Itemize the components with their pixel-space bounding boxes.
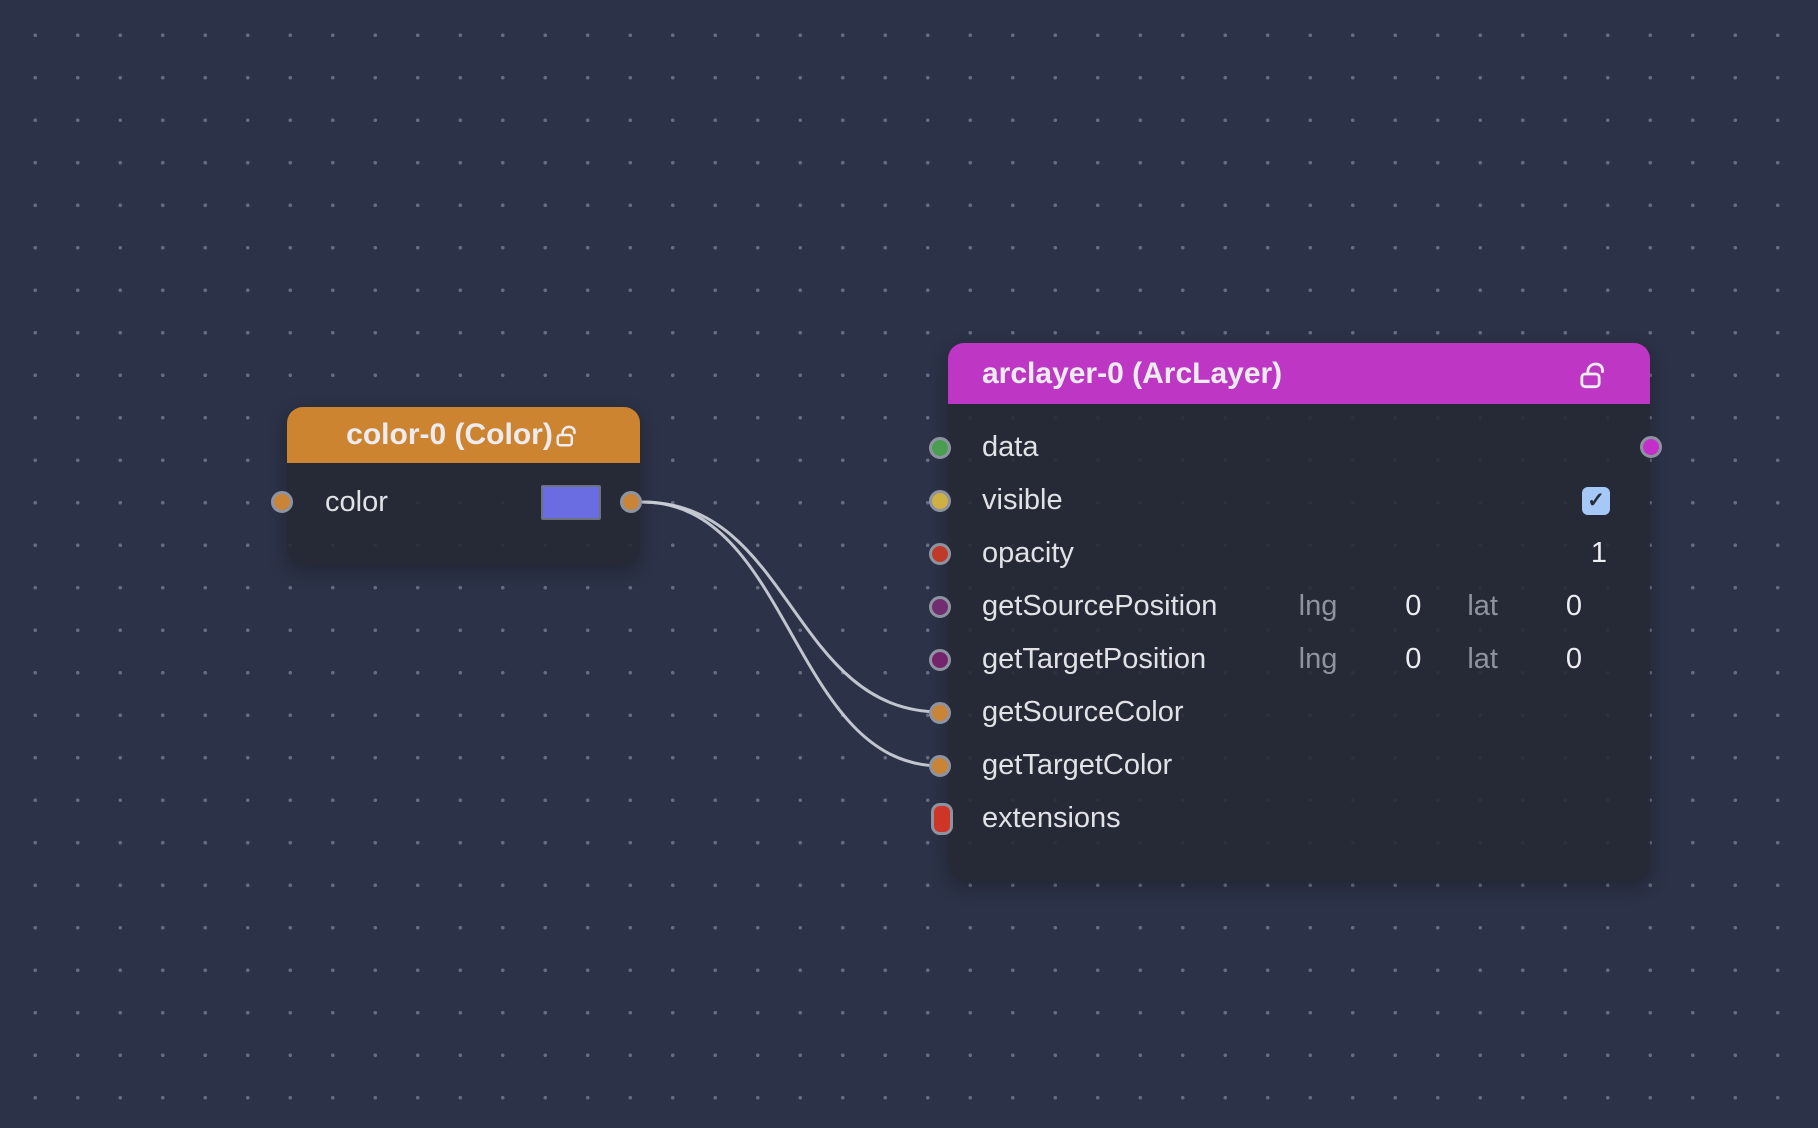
row-label: extensions — [982, 802, 1121, 834]
row-visible: visible ✓ — [929, 474, 1650, 527]
edge-color-to-getsourcecolor[interactable] — [641, 500, 942, 714]
checkmark-icon: ✓ — [1587, 489, 1605, 512]
lat-value[interactable]: 0 — [1565, 590, 1582, 622]
arclayer-node-header[interactable]: arclayer-0 (ArcLayer) — [948, 343, 1650, 404]
color-node-title: color-0 (Color) — [346, 418, 553, 451]
row-label: getSourceColor — [982, 696, 1184, 728]
row-label: getTargetColor — [982, 749, 1173, 781]
unlock-icon[interactable] — [1578, 358, 1611, 390]
port-getsourceposition-input[interactable] — [929, 595, 951, 618]
edge-color-to-gettargetcolor[interactable] — [641, 500, 942, 768]
color-swatch[interactable] — [541, 484, 601, 520]
lat-value[interactable]: 0 — [1565, 643, 1582, 675]
row-label: opacity — [982, 537, 1074, 569]
port-opacity-input[interactable] — [929, 542, 951, 565]
arclayer-node-body: data visible ✓ opacity 1 getSourcePositi… — [929, 404, 1650, 881]
row-label: visible — [982, 484, 1063, 516]
lat-label: lat — [1467, 643, 1498, 675]
color-row-label: color — [325, 485, 388, 518]
node-color-0[interactable]: color-0 (Color) color — [271, 407, 642, 565]
row-data: data — [929, 421, 1650, 474]
lnglat-fields: lng 0 lat 0 — [1299, 643, 1607, 676]
row-label: data — [982, 431, 1039, 463]
unlock-icon[interactable] — [555, 422, 581, 448]
row-extensions: extensions — [931, 792, 1650, 845]
row-get-target-position: getTargetPosition lng 0 lat 0 — [929, 633, 1650, 686]
port-extensions-input[interactable] — [931, 802, 953, 835]
row-opacity: opacity 1 — [929, 527, 1650, 580]
row-get-source-position: getSourcePosition lng 0 lat 0 — [929, 580, 1650, 633]
row-label: getSourcePosition — [982, 590, 1218, 622]
lng-label: lng — [1298, 643, 1338, 675]
port-gettargetcolor-input[interactable] — [929, 754, 951, 777]
opacity-value[interactable]: 1 — [1590, 537, 1607, 569]
port-getsourcecolor-input[interactable] — [929, 701, 951, 724]
arclayer-node-title: arclayer-0 (ArcLayer) — [982, 356, 1283, 390]
port-data-input[interactable] — [929, 436, 951, 459]
row-get-source-color: getSourceColor — [929, 686, 1650, 739]
lng-value[interactable]: 0 — [1405, 643, 1422, 675]
row-get-target-color: getTargetColor — [929, 739, 1650, 792]
row-label: getTargetPosition — [982, 643, 1207, 675]
port-gettargetposition-input[interactable] — [929, 648, 951, 671]
port-color-input[interactable] — [271, 491, 293, 513]
visible-checkbox[interactable]: ✓ — [1582, 486, 1610, 515]
port-arclayer-output[interactable] — [1640, 436, 1662, 458]
lnglat-fields: lng 0 lat 0 — [1299, 590, 1607, 623]
color-node-body: color — [271, 463, 642, 565]
node-arclayer-0[interactable]: arclayer-0 (ArcLayer) data visible ✓ — [929, 343, 1662, 881]
lng-value[interactable]: 0 — [1405, 590, 1422, 622]
lat-label: lat — [1467, 590, 1498, 622]
color-row: color — [271, 473, 642, 531]
port-visible-input[interactable] — [929, 489, 951, 512]
port-color-output[interactable] — [620, 491, 642, 513]
color-node-header[interactable]: color-0 (Color) — [287, 407, 640, 463]
lng-label: lng — [1298, 590, 1338, 622]
